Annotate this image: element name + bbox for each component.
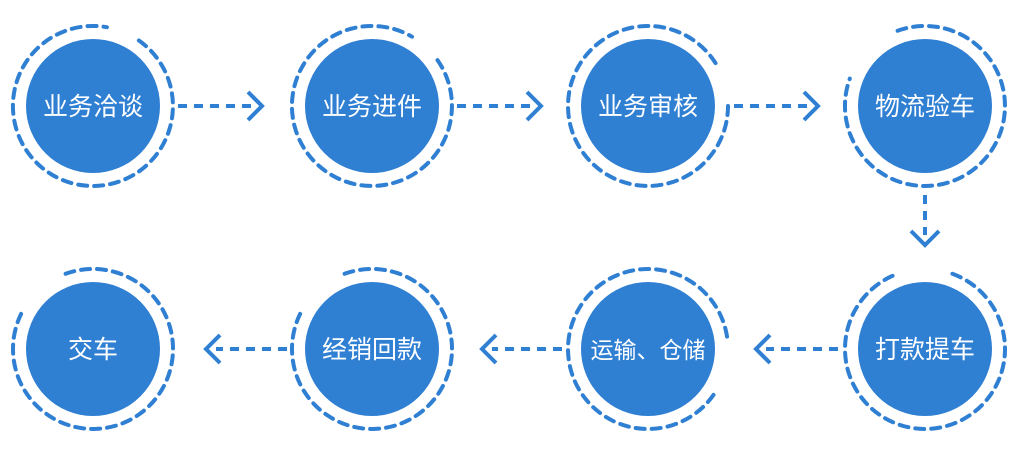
dashed-ring-2 <box>290 23 454 188</box>
flow-arrow-4 <box>909 195 941 248</box>
arrow-head <box>753 333 772 365</box>
step-label: 经销回款 <box>322 335 422 364</box>
flow-arrow-6 <box>479 333 562 365</box>
arrow-head <box>802 90 821 122</box>
step-node-1: 业务洽谈 <box>26 39 160 173</box>
step-circle <box>858 39 992 173</box>
step-circle <box>581 282 715 416</box>
flow-arrow-7 <box>203 333 287 365</box>
arrow-head <box>479 333 498 365</box>
step-node-3: 业务审核 <box>581 39 715 173</box>
dashed-ring-8 <box>11 266 175 431</box>
arrow-head <box>246 90 265 122</box>
step-node-6: 运输、仓储 <box>581 282 715 416</box>
step-circle <box>26 282 160 416</box>
dashed-ring-4 <box>842 23 1007 188</box>
flow-arrow-5 <box>753 333 838 365</box>
step-label: 物流验车 <box>875 92 975 121</box>
step-circle <box>858 282 992 416</box>
arrow-head <box>525 90 544 122</box>
flow-arrow-1 <box>178 90 265 122</box>
step-label: 业务洽谈 <box>43 92 143 121</box>
dashed-ring-5 <box>843 271 1007 431</box>
dashed-ring-1 <box>10 23 175 188</box>
flow-arrow-2 <box>457 90 544 122</box>
step-label: 交车 <box>68 335 118 364</box>
flow-arrow-3 <box>734 90 821 122</box>
arrow-head <box>203 333 222 365</box>
step-circle <box>305 282 439 416</box>
step-label: 打款提车 <box>875 335 975 364</box>
dashed-ring-6 <box>566 266 730 431</box>
step-label: 业务进件 <box>322 92 422 121</box>
step-label: 业务审核 <box>598 92 698 121</box>
dashed-ring-3 <box>566 23 730 188</box>
step-node-5: 打款提车 <box>858 282 992 416</box>
arrow-head <box>909 229 941 248</box>
step-circle <box>581 39 715 173</box>
step-node-2: 业务进件 <box>305 39 439 173</box>
step-circle <box>26 39 160 173</box>
step-circle <box>305 39 439 173</box>
step-node-8: 交车 <box>26 282 160 416</box>
step-node-7: 经销回款 <box>305 282 439 416</box>
step-label: 运输、仓储 <box>591 338 706 364</box>
step-node-4: 物流验车 <box>858 39 992 173</box>
dashed-ring-7 <box>290 266 454 431</box>
